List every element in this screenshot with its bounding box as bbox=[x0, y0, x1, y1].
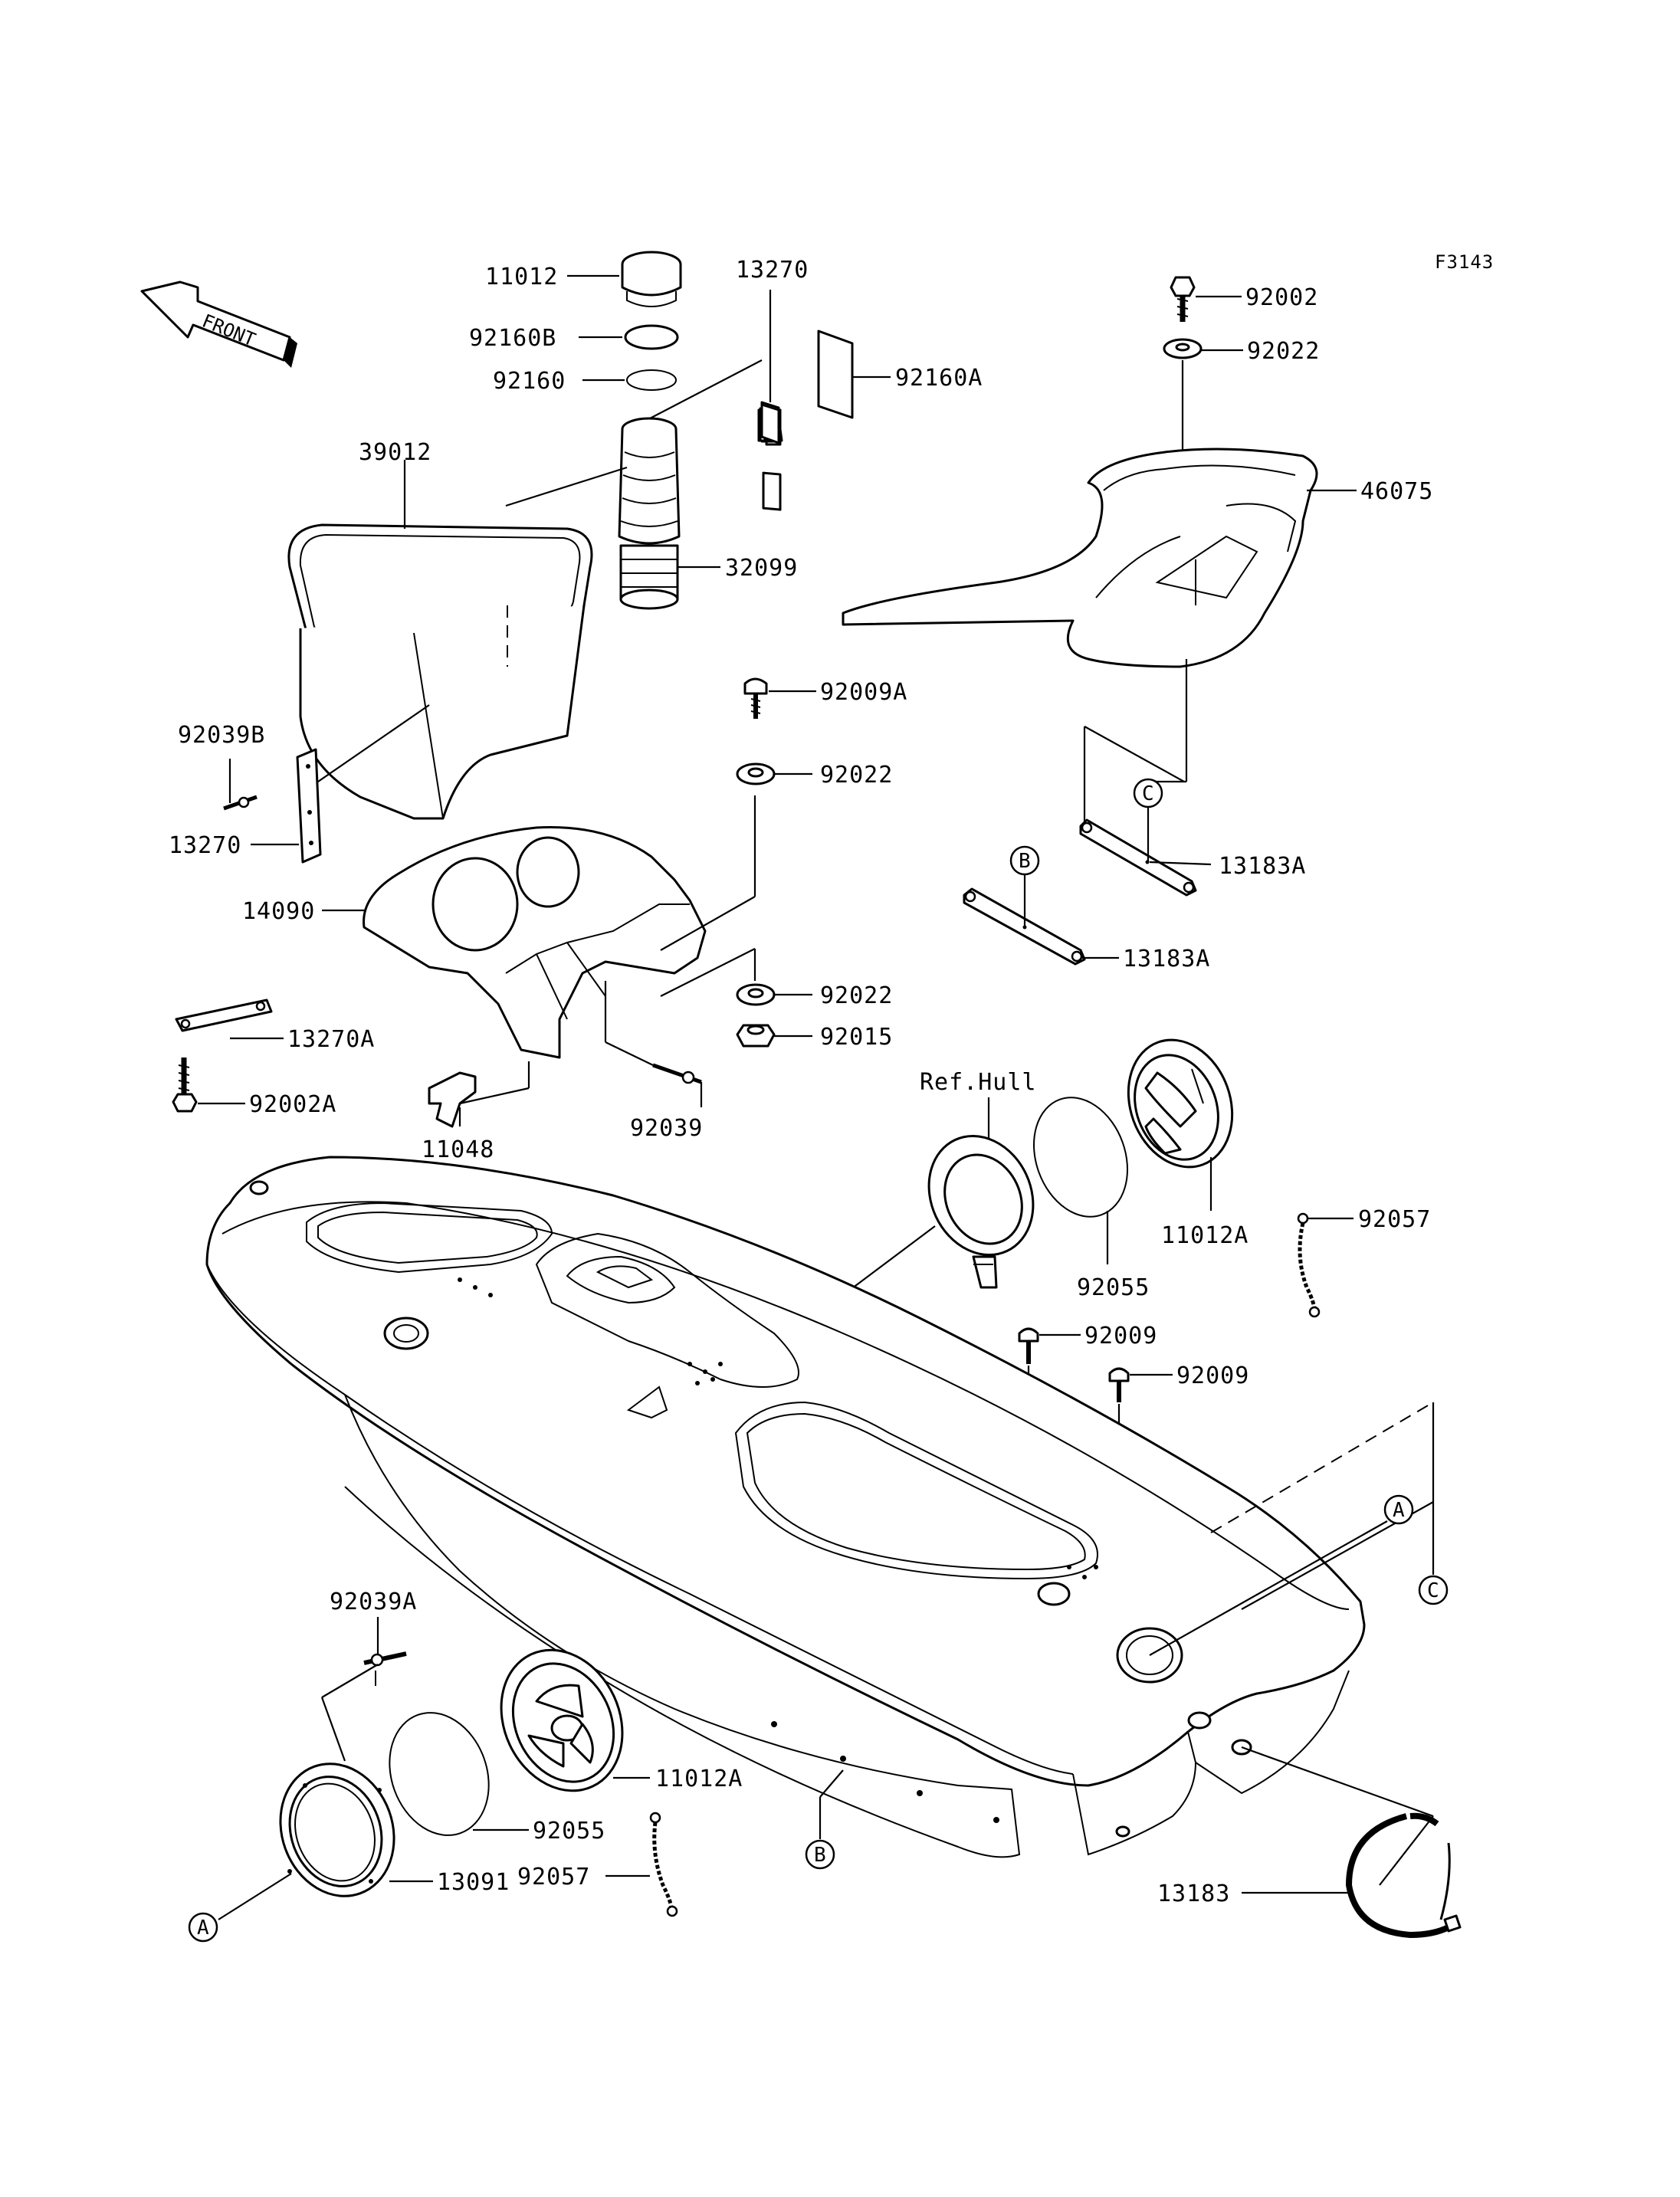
part-label-92057-right: 92057 bbox=[1358, 1206, 1431, 1233]
part-label-92160A: 92160A bbox=[895, 365, 983, 392]
pin-92039a-icon bbox=[363, 1651, 407, 1686]
svg-text:B: B bbox=[814, 1844, 826, 1867]
part-label-11012A-right: 11012A bbox=[1161, 1222, 1249, 1249]
clip-icon bbox=[428, 1071, 477, 1128]
part-label-92009A: 92009A bbox=[820, 679, 907, 706]
part-label-92002: 92002 bbox=[1245, 284, 1318, 311]
cover-left-icon bbox=[500, 1648, 624, 1792]
tether-left-icon bbox=[649, 1812, 678, 1917]
bolt-92002a-icon bbox=[172, 1058, 198, 1113]
svg-text:B: B bbox=[1019, 850, 1031, 873]
part-label-92022-low: 92022 bbox=[820, 982, 893, 1009]
part-label-92039B: 92039B bbox=[178, 722, 265, 749]
seat-icon bbox=[842, 448, 1318, 668]
svg-text:C: C bbox=[1142, 782, 1154, 805]
strip-13270-left-icon bbox=[296, 748, 322, 864]
pad-icon bbox=[817, 330, 854, 419]
part-label-92160B: 92160B bbox=[469, 325, 556, 352]
o-ring-right-icon bbox=[1033, 1097, 1128, 1218]
part-label-92022-top: 92022 bbox=[1247, 338, 1320, 365]
strap-upper-icon bbox=[1079, 818, 1197, 897]
callout-c-lower bbox=[1418, 1575, 1449, 1605]
part-label-11012: 11012 bbox=[485, 264, 558, 290]
part-label-39012: 39012 bbox=[359, 439, 431, 466]
retainer-ring-icon bbox=[1345, 1812, 1462, 1939]
hull-icon bbox=[205, 1156, 1366, 1858]
o-ring-left-icon bbox=[389, 1712, 490, 1836]
pin-icon bbox=[223, 795, 258, 811]
strip-13270-icon bbox=[760, 403, 780, 444]
ring-flange-icon bbox=[927, 1134, 1035, 1289]
callout-a-lower bbox=[188, 1912, 218, 1943]
bracket-strip-icon bbox=[762, 471, 782, 511]
bolt-92009-b-icon bbox=[1108, 1367, 1130, 1402]
part-label-92055-left: 92055 bbox=[533, 1818, 605, 1844]
svg-text:A: A bbox=[1393, 1499, 1405, 1522]
washer-top-icon bbox=[1163, 338, 1203, 359]
svg-text:A: A bbox=[197, 1917, 209, 1940]
part-label-13270-left: 13270 bbox=[169, 832, 241, 859]
dash-panel-icon bbox=[363, 826, 707, 1059]
pin-92039-icon bbox=[652, 1063, 702, 1084]
washer-low-icon bbox=[736, 983, 776, 1006]
part-label-92057-left: 92057 bbox=[517, 1864, 590, 1890]
part-label-13270-top: 13270 bbox=[736, 257, 809, 284]
callout-a-upper bbox=[1383, 1494, 1414, 1525]
part-label-92039A: 92039A bbox=[330, 1589, 417, 1615]
bolt-92002-icon bbox=[1170, 276, 1196, 322]
part-label-14090: 14090 bbox=[242, 898, 315, 925]
part-label-92055-right: 92055 bbox=[1077, 1274, 1150, 1301]
plate-icon bbox=[175, 998, 273, 1032]
part-label-92160: 92160 bbox=[493, 368, 566, 395]
part-label-92009-b: 92009 bbox=[1176, 1362, 1249, 1389]
gasket-icon bbox=[624, 324, 679, 350]
nut-icon bbox=[736, 1024, 776, 1048]
part-label-46075: 46075 bbox=[1360, 478, 1433, 505]
part-label-92009-a: 92009 bbox=[1084, 1323, 1157, 1349]
o-ring-icon bbox=[626, 369, 677, 391]
part-label-11048: 11048 bbox=[422, 1136, 494, 1163]
cover-right-icon bbox=[1127, 1038, 1234, 1169]
bolt-92009-a-icon bbox=[1018, 1327, 1039, 1364]
filler-tube-icon bbox=[618, 417, 681, 610]
part-label-13183: 13183 bbox=[1157, 1881, 1230, 1907]
strap-lower-icon bbox=[963, 887, 1086, 966]
part-label-92022-mid: 92022 bbox=[820, 762, 893, 789]
tether-right-icon bbox=[1297, 1212, 1321, 1318]
part-label-11012A-left: 11012A bbox=[655, 1766, 743, 1792]
bolt-icon bbox=[743, 677, 768, 719]
part-label-92002A: 92002A bbox=[249, 1091, 336, 1118]
part-label-13183A-lower: 13183A bbox=[1123, 946, 1210, 972]
part-label-32099: 32099 bbox=[725, 555, 798, 582]
cap-icon bbox=[621, 251, 682, 307]
part-label-13183A-upper: 13183A bbox=[1219, 853, 1306, 880]
svg-text:C: C bbox=[1427, 1579, 1439, 1602]
front-arrow-icon: FRONT bbox=[140, 280, 297, 368]
part-label-13270A: 13270A bbox=[287, 1026, 375, 1053]
washer-icon bbox=[736, 762, 776, 785]
callout-b-lower bbox=[805, 1839, 835, 1870]
part-label-13091: 13091 bbox=[437, 1869, 510, 1896]
part-label-92039: 92039 bbox=[630, 1115, 703, 1142]
ref-hull-label: Ref.Hull bbox=[920, 1069, 1037, 1096]
part-label-92015: 92015 bbox=[820, 1024, 893, 1051]
figure-code: F3143 bbox=[1435, 251, 1494, 273]
ring-13091-icon bbox=[279, 1763, 395, 1897]
storage-bin-icon bbox=[287, 523, 593, 820]
